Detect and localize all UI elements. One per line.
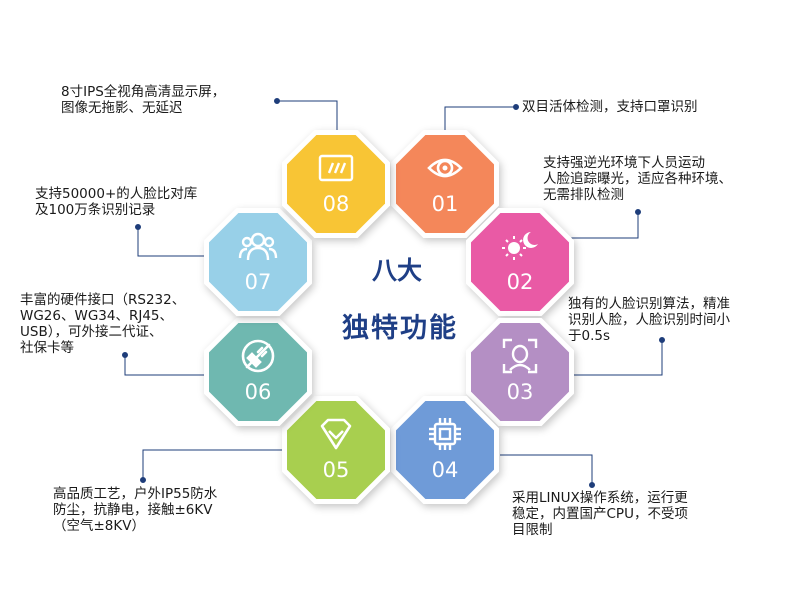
feature-01-fill <box>396 135 494 233</box>
feature-07-number: 07 <box>244 270 272 294</box>
connector-dot <box>135 224 141 230</box>
feature-04-number: 04 <box>431 458 459 482</box>
feature-01-badge: 01 <box>391 130 499 238</box>
feature-03-number: 03 <box>506 380 534 404</box>
connector-02 <box>548 212 639 239</box>
feature-01-number: 01 <box>431 192 459 216</box>
diamond-icon <box>320 418 352 450</box>
feature-03-text: 独有的人脸识别算法，精准 识别人脸，人脸识别时间小 于0.5s <box>568 296 730 344</box>
feature-07-badge: 07 <box>204 208 312 316</box>
connector-dot <box>274 98 280 104</box>
center-title-line2: 独特功能 <box>342 313 458 344</box>
feature-06-number: 06 <box>244 380 272 404</box>
connector-08 <box>277 100 338 137</box>
feature-05-badge: 05 <box>282 396 390 504</box>
face-scan-icon <box>502 338 538 374</box>
screen-icon <box>318 154 354 182</box>
feature-04-text: 采用LINUX操作系统，运行更 稳定，内置国产CPU，不受项 目限制 <box>512 490 688 538</box>
feature-06-badge: 06 <box>204 318 312 426</box>
chip-icon <box>429 418 461 450</box>
feature-08-text: 8寸IPS全视角高清显示屏， 图像无拖影、无延迟 <box>61 84 226 116</box>
connector-dot <box>513 104 519 110</box>
connector-01 <box>444 106 516 138</box>
connector-04 <box>500 454 593 485</box>
sun-moon-icon <box>502 232 538 260</box>
connector-07 <box>137 227 210 257</box>
plug-icon <box>241 339 275 373</box>
connector-dot <box>122 352 128 358</box>
feature-04-badge: 04 <box>391 396 499 504</box>
feature-02-text: 支持强逆光环境下人员运动 人脸追踪曝光，适应各种环境、 无需排队检测 <box>543 155 732 203</box>
feature-05-text: 高品质工艺，户外IP55防水 防尘，抗静电，接触±6KV （空气±8KV） <box>53 486 218 534</box>
connector-dot <box>659 337 665 343</box>
feature-06-text: 丰富的硬件接口（RS232、 WG26、WG34、RJ45、 USB），可外接二… <box>20 292 186 356</box>
feature-08-badge: 08 <box>282 130 390 238</box>
feature-02-badge: 02 <box>466 208 574 316</box>
center-title-line1: 八大 <box>371 256 422 285</box>
connector-03 <box>572 340 663 376</box>
feature-03-badge: 03 <box>466 318 574 426</box>
connector-dot <box>140 477 146 483</box>
connector-dot <box>589 482 595 488</box>
eye-icon <box>427 158 463 178</box>
connector-06 <box>124 355 212 376</box>
connector-dot <box>635 209 641 215</box>
feature-02-number: 02 <box>506 270 534 294</box>
feature-05-number: 05 <box>322 458 350 482</box>
feature-07-text: 支持50000+的人脸比对库 及100万条识别记录 <box>35 186 198 218</box>
connector-05 <box>142 449 290 480</box>
feature-01-text: 双目活体检测，支持口罩识别 <box>522 99 698 115</box>
users-icon <box>238 232 278 261</box>
feature-08-number: 08 <box>322 192 350 216</box>
